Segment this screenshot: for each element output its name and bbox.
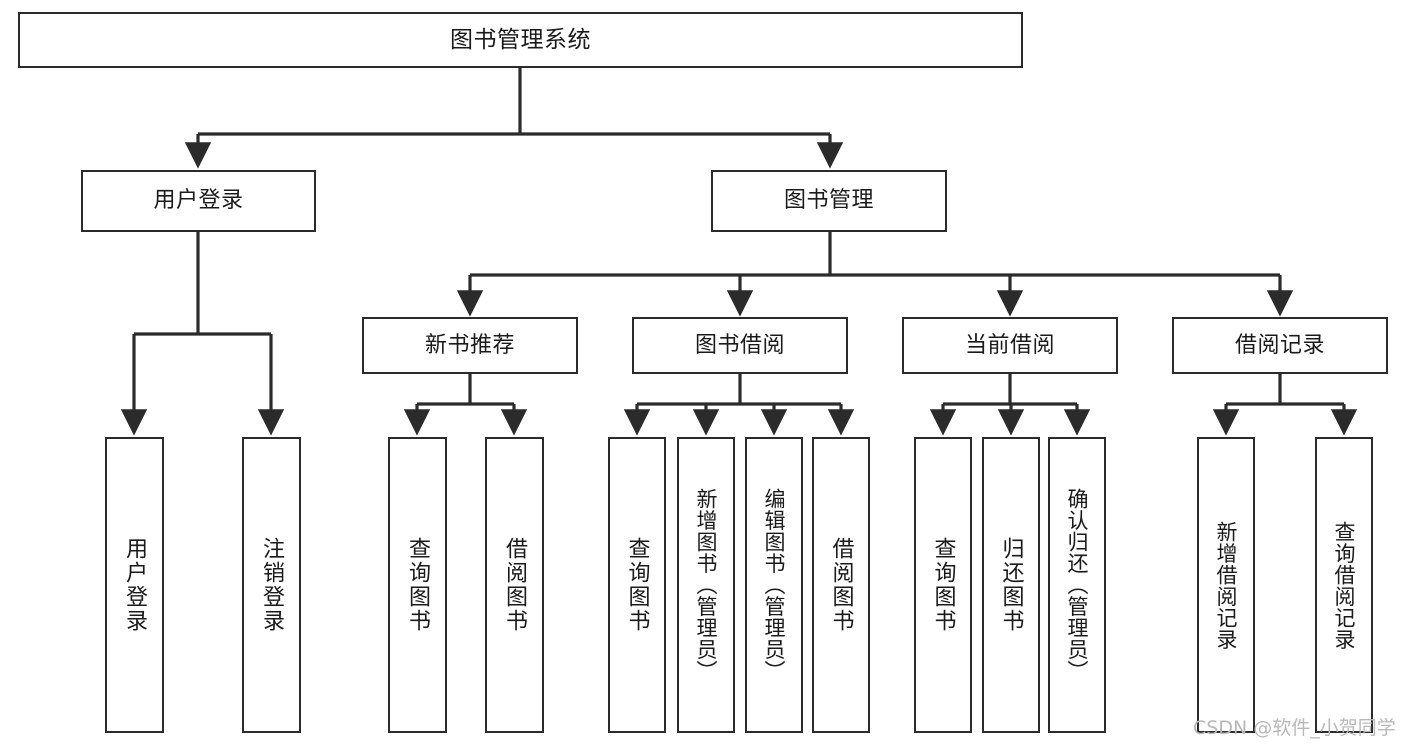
node-leaf-borrow-book-2-label: 借阅图书 [828,537,854,633]
node-leaf-confirm-return-label: 确认归还（管理员） [1065,488,1090,682]
node-root-system-label: 图书管理系统 [450,26,591,53]
node-book-management-label: 图书管理 [783,188,874,214]
node-book-borrow[interactable]: 图书借阅 [632,317,848,374]
node-leaf-user-login[interactable]: 用户登录 [105,437,164,733]
node-leaf-add-record-label: 新增借阅记录 [1214,520,1239,650]
node-leaf-query-record[interactable]: 查询借阅记录 [1315,437,1373,733]
node-leaf-query-book-2[interactable]: 查询图书 [608,437,666,733]
node-leaf-edit-book-label: 编辑图书（管理员） [762,488,787,682]
csdn-watermark: CSDN @软件_小贺同学 [1193,713,1396,740]
node-leaf-edit-book[interactable]: 编辑图书（管理员） [745,437,803,733]
node-book-management[interactable]: 图书管理 [711,170,947,232]
node-leaf-query-record-label: 查询借阅记录 [1332,520,1357,650]
node-leaf-add-book-label: 新增图书（管理员） [694,488,719,682]
node-leaf-logout-login[interactable]: 注销登录 [242,437,301,733]
node-borrow-record-label: 借阅记录 [1234,332,1325,358]
node-current-borrow-label: 当前借阅 [964,332,1055,358]
node-leaf-return-book[interactable]: 归还图书 [982,437,1040,733]
node-book-borrow-label: 图书借阅 [694,332,785,358]
node-leaf-confirm-return[interactable]: 确认归还（管理员） [1048,437,1106,733]
node-leaf-query-book-2-label: 查询图书 [624,537,650,633]
node-leaf-query-book-1[interactable]: 查询图书 [388,437,447,733]
node-user-login-label: 用户登录 [153,188,244,214]
node-leaf-logout-login-label: 注销登录 [259,537,285,633]
node-leaf-borrow-book-1[interactable]: 借阅图书 [485,437,544,733]
node-leaf-borrow-book-2[interactable]: 借阅图书 [812,437,870,733]
node-leaf-user-login-label: 用户登录 [122,537,148,633]
node-user-login[interactable]: 用户登录 [81,170,316,232]
node-leaf-query-book-3-label: 查询图书 [930,537,956,633]
node-leaf-query-book-3[interactable]: 查询图书 [914,437,972,733]
node-current-borrow[interactable]: 当前借阅 [902,317,1118,374]
node-root-system[interactable]: 图书管理系统 [18,12,1023,68]
csdn-watermark-text: CSDN @软件_小贺同学 [1193,717,1396,739]
node-new-book-recommend[interactable]: 新书推荐 [362,317,578,374]
node-leaf-return-book-label: 归还图书 [998,537,1024,633]
node-leaf-query-book-1-label: 查询图书 [405,537,431,633]
node-borrow-record[interactable]: 借阅记录 [1172,317,1388,374]
node-leaf-add-record[interactable]: 新增借阅记录 [1197,437,1255,733]
node-new-book-recommend-label: 新书推荐 [424,332,515,358]
node-leaf-add-book[interactable]: 新增图书（管理员） [677,437,735,733]
node-leaf-borrow-book-1-label: 借阅图书 [502,537,528,633]
